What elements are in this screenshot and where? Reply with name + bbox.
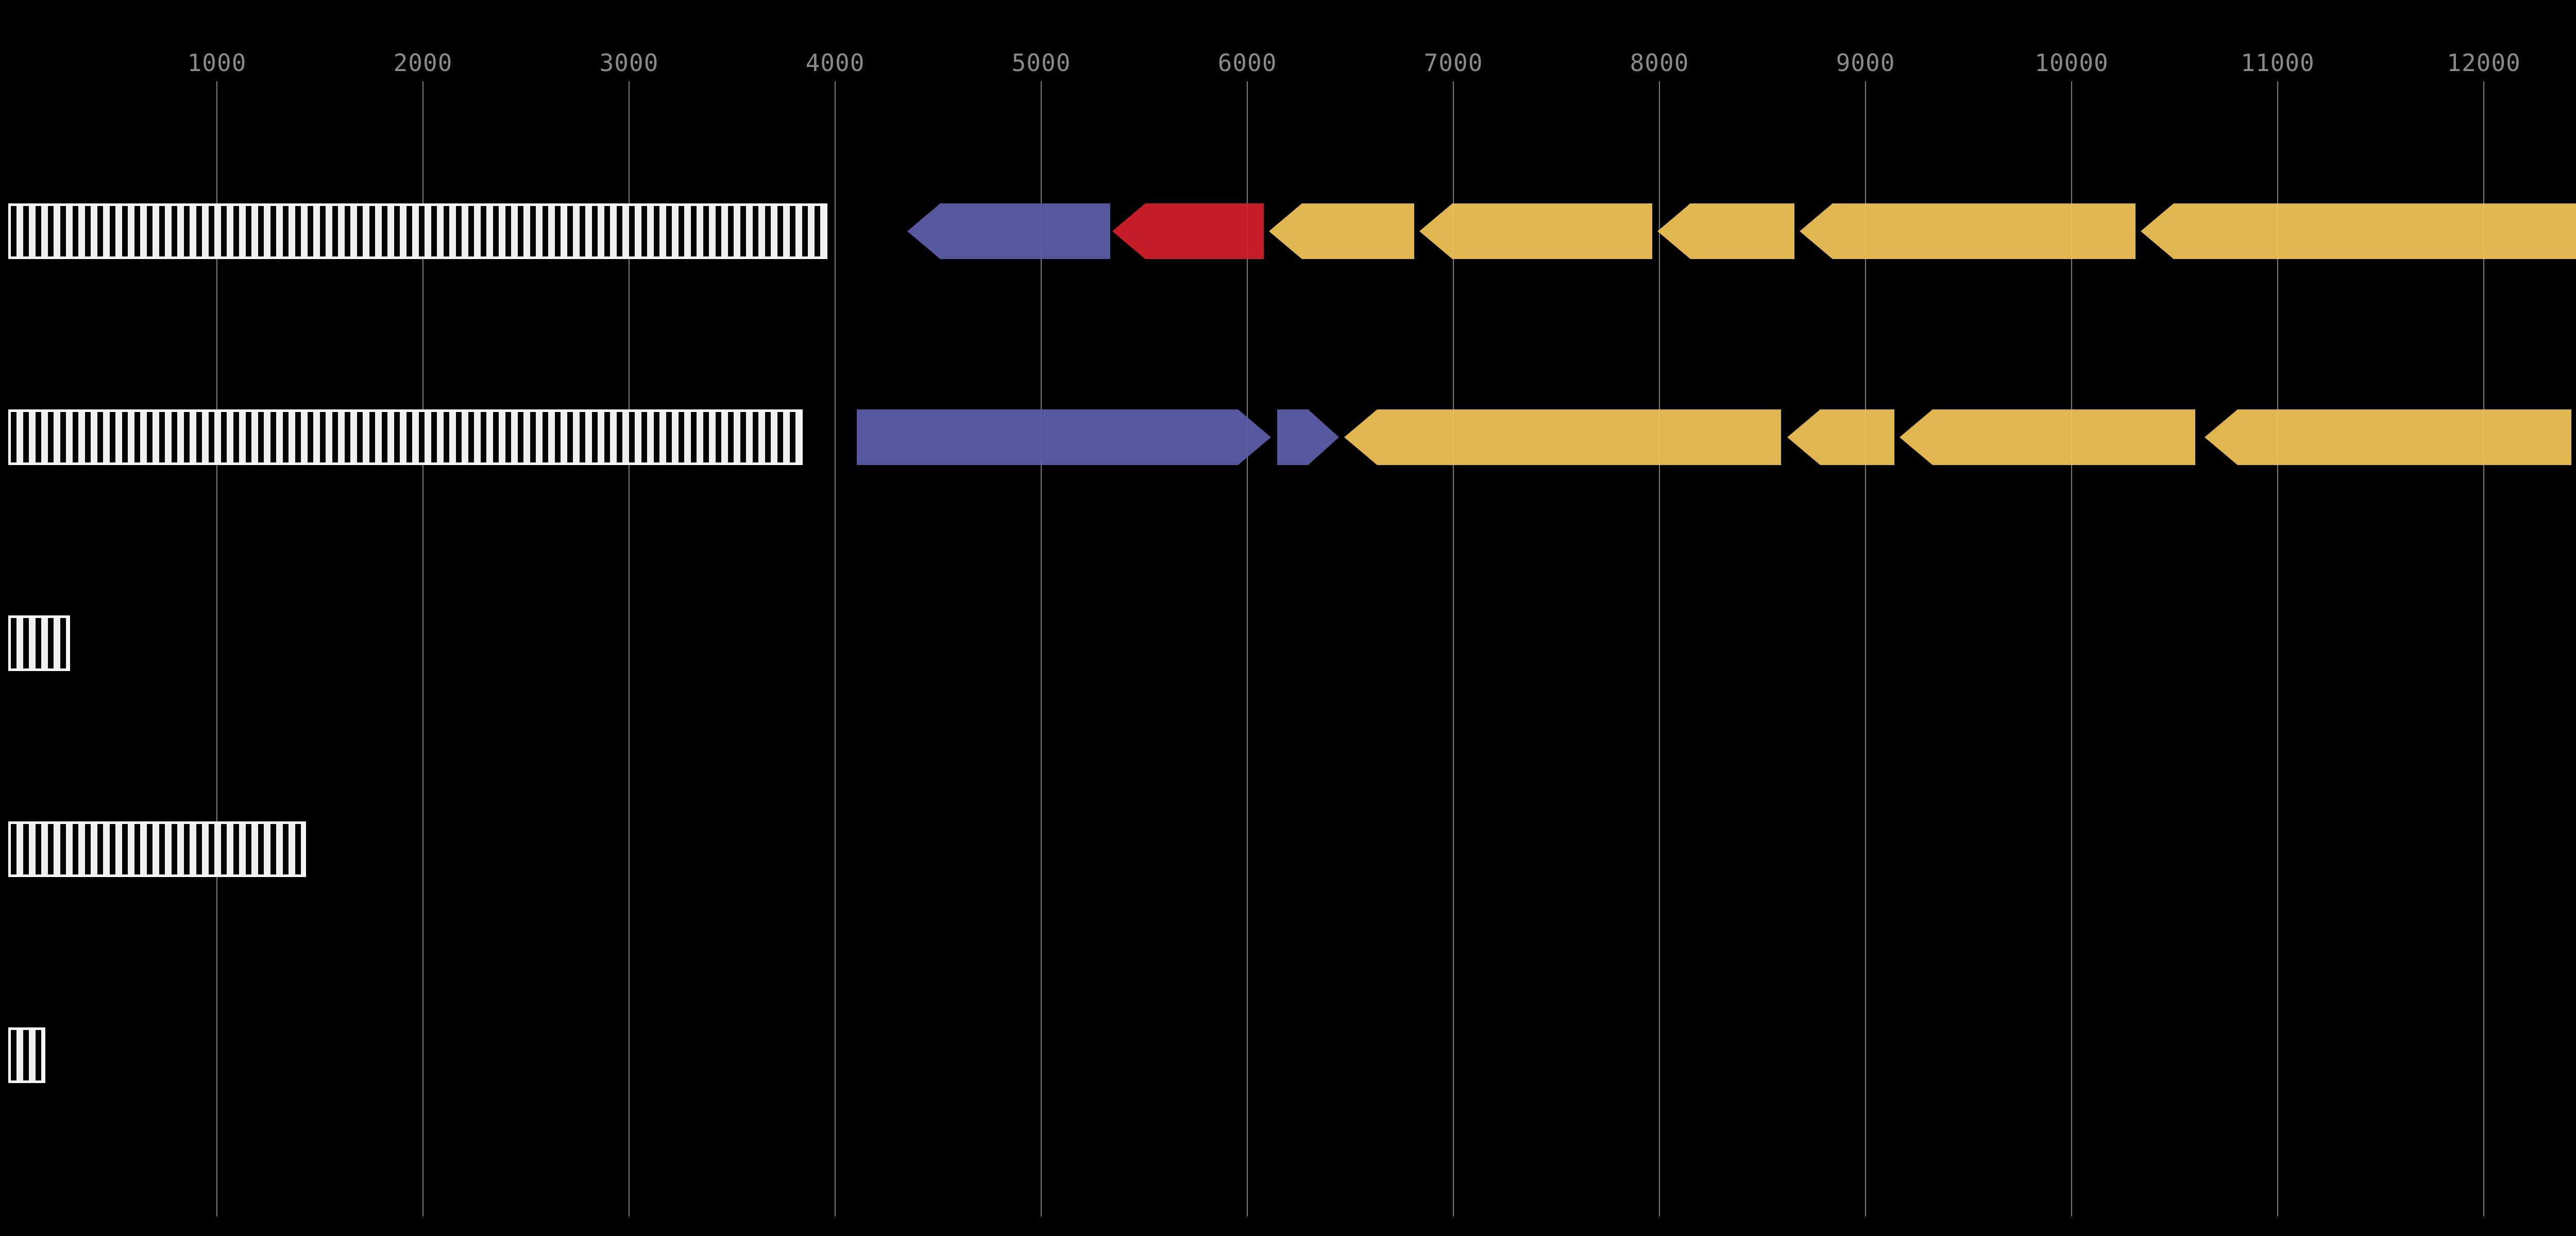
axis-tick-label: 9000 — [1836, 49, 1895, 77]
axis-tick-label: 11000 — [2241, 49, 2315, 77]
gene-arrow — [907, 203, 1110, 259]
gene-arrow — [1269, 203, 1414, 259]
axis-gridline — [2277, 81, 2278, 1216]
axis-gridline — [216, 81, 217, 1216]
axis-tick-label: 1000 — [187, 49, 247, 77]
hatched-sequence-segment — [8, 615, 70, 671]
axis-gridline — [1453, 81, 1454, 1216]
track-row-track-3 — [0, 615, 2576, 671]
gene-arrow — [2205, 409, 2571, 465]
axis-gridline — [2071, 81, 2072, 1216]
axis-tick-label: 2000 — [393, 49, 453, 77]
gene-arrow — [1419, 203, 1652, 259]
gene-arrow — [1277, 409, 1339, 465]
hatched-sequence-segment — [8, 203, 827, 259]
gene-arrow — [1344, 409, 1781, 465]
gene-arrow — [1112, 203, 1264, 259]
axis-tick-label: 7000 — [1423, 49, 1483, 77]
track-row-track-4 — [0, 821, 2576, 877]
axis-tick-label: 3000 — [599, 49, 659, 77]
hatched-sequence-segment — [8, 821, 306, 877]
axis-tick-label: 4000 — [805, 49, 865, 77]
hatched-sequence-segment — [8, 409, 803, 465]
axis-gridline — [629, 81, 630, 1216]
gene-arrow — [1787, 409, 1894, 465]
axis-gridline — [835, 81, 836, 1216]
axis-gridline — [1865, 81, 1866, 1216]
axis-gridline — [1247, 81, 1248, 1216]
gene-arrow — [2141, 203, 2576, 259]
axis-gridline — [1041, 81, 1042, 1216]
axis-tick-label: 12000 — [2447, 49, 2521, 77]
axis-gridline — [1659, 81, 1660, 1216]
axis-tick-label: 5000 — [1011, 49, 1071, 77]
gene-arrow — [1900, 409, 2195, 465]
axis-tick-label: 6000 — [1217, 49, 1277, 77]
gene-arrow — [857, 409, 1271, 465]
gene-arrow — [1657, 203, 1794, 259]
axis-tick-label: 10000 — [2035, 49, 2109, 77]
hatched-sequence-segment — [8, 1027, 45, 1083]
axis-gridline — [422, 81, 423, 1216]
track-row-track-1 — [0, 203, 2576, 259]
track-row-track-2 — [0, 409, 2576, 465]
gene-arrow — [1800, 203, 2136, 259]
axis-gridline — [2483, 81, 2484, 1216]
axis-tick-label: 8000 — [1630, 49, 1689, 77]
track-row-track-5 — [0, 1027, 2576, 1083]
